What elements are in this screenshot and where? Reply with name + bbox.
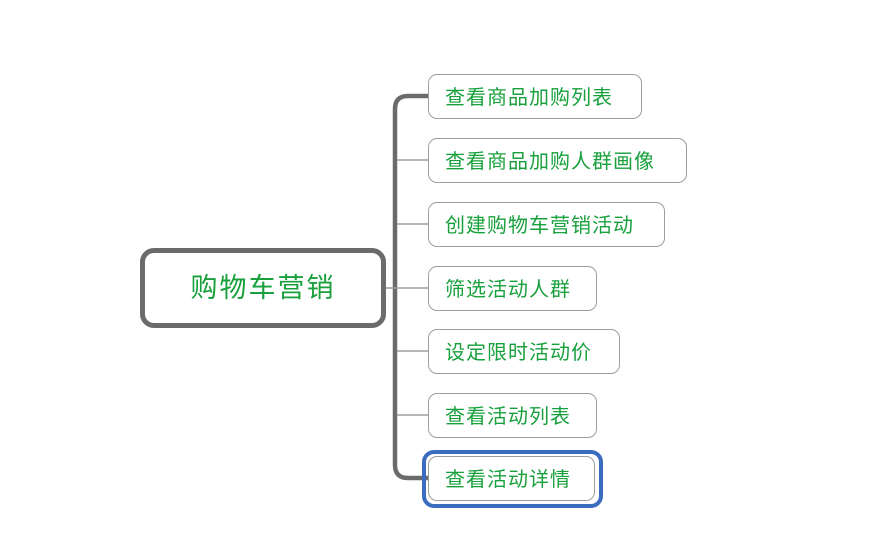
child-node-1-label: 查看商品加购列表: [445, 84, 613, 109]
child-node-7-label: 查看活动详情: [445, 466, 571, 491]
child-node-7[interactable]: 查看活动详情: [428, 456, 595, 501]
child-node-4[interactable]: 筛选活动人群: [428, 266, 597, 311]
child-node-4-label: 筛选活动人群: [445, 276, 571, 301]
child-node-6-label: 查看活动列表: [445, 403, 571, 428]
child-node-3[interactable]: 创建购物车营销活动: [428, 202, 665, 247]
child-node-1[interactable]: 查看商品加购列表: [428, 74, 642, 119]
child-node-5-label: 设定限时活动价: [445, 339, 592, 364]
root-node-label: 购物车营销: [190, 272, 336, 304]
child-node-3-label: 创建购物车营销活动: [445, 212, 634, 237]
root-node[interactable]: 购物车营销: [140, 248, 386, 328]
child-node-2-label: 查看商品加购人群画像: [445, 148, 655, 173]
trunk-line: [392, 93, 428, 481]
child-node-5[interactable]: 设定限时活动价: [428, 329, 620, 374]
selection-ring: [422, 450, 603, 508]
child-node-6[interactable]: 查看活动列表: [428, 393, 597, 438]
child-node-2[interactable]: 查看商品加购人群画像: [428, 138, 687, 183]
